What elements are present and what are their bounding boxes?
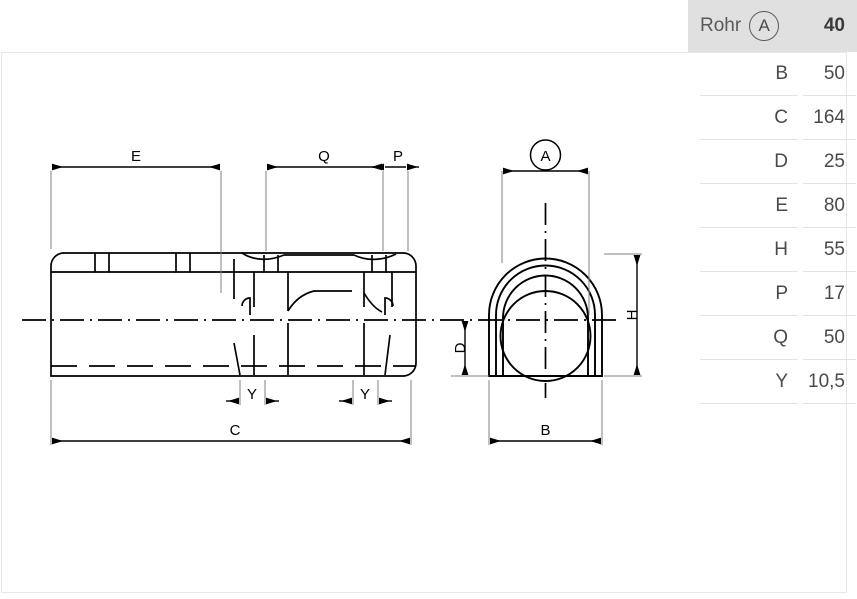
- technical-drawing-svg: E Q P C Y Y A B H D: [22, 139, 642, 445]
- spec-table-header-row: Rohr A 40: [688, 0, 857, 52]
- table-row: Q 50: [688, 316, 857, 360]
- specification-table: Rohr A 40 B 50 C 164 D 25 E 80 H 55 P: [688, 0, 857, 404]
- spec-row-value: 164: [800, 96, 857, 140]
- spec-header-value-cell: 40: [823, 15, 845, 36]
- table-row: B 50: [688, 52, 857, 96]
- dimension-label-Y-left: Y: [247, 386, 257, 403]
- spec-row-label: H: [688, 228, 800, 272]
- spec-header-title: Rohr: [700, 15, 742, 36]
- spec-row-value: 55: [800, 228, 857, 272]
- spec-row-label: C: [688, 96, 800, 140]
- spec-row-value: 50: [800, 316, 857, 360]
- spec-row-value: 10,5: [800, 360, 857, 404]
- spec-header-label-cell: Rohr A: [688, 0, 800, 52]
- dimension-label-C: C: [230, 422, 241, 439]
- dimension-label-H: H: [624, 310, 641, 321]
- spec-row-value: 17: [800, 272, 857, 316]
- dimension-label-A: A: [540, 148, 550, 165]
- dimension-label-Y-right: Y: [360, 386, 370, 403]
- spec-row-label: E: [688, 184, 800, 228]
- table-row: E 80: [688, 184, 857, 228]
- dimension-label-P: P: [393, 148, 403, 165]
- table-row: H 55: [688, 228, 857, 272]
- table-row: Y 10,5: [688, 360, 857, 404]
- spec-row-label: Y: [688, 360, 800, 404]
- technical-drawing-panel: E Q P C Y Y A B H D: [1, 52, 847, 593]
- spec-row-value: 25: [800, 140, 857, 184]
- table-row: P 17: [688, 272, 857, 316]
- spec-row-label: D: [688, 140, 800, 184]
- spec-row-label: B: [688, 52, 800, 96]
- spec-row-value: 80: [800, 184, 857, 228]
- spec-row-label: P: [688, 272, 800, 316]
- dimension-label-E: E: [131, 148, 141, 165]
- dimension-label-D: D: [452, 342, 469, 353]
- dimension-label-B: B: [540, 422, 550, 439]
- dimension-label-Q: Q: [318, 148, 330, 165]
- spec-row-value: 50: [800, 52, 857, 96]
- rohr-circle-a-icon: A: [749, 11, 780, 41]
- table-row: D 25: [688, 140, 857, 184]
- table-row: C 164: [688, 96, 857, 140]
- spec-row-label: Q: [688, 316, 800, 360]
